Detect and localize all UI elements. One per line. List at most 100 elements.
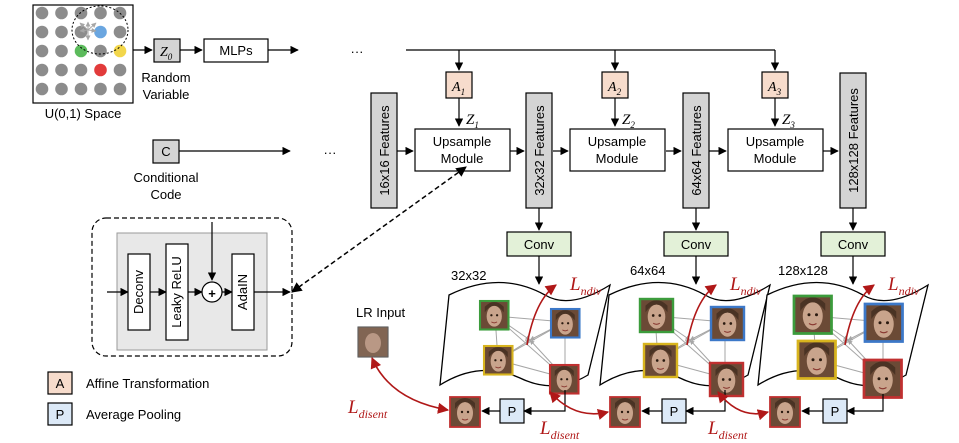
lr-input-image <box>357 326 389 358</box>
conv-label-1: Conv <box>524 237 555 252</box>
grid-dot <box>55 25 68 39</box>
face-thumb <box>709 305 746 342</box>
feature-bar-f32 <box>525 92 553 209</box>
grid-dot <box>113 82 127 96</box>
grid-dot <box>113 44 127 58</box>
grid-dot <box>94 6 107 20</box>
grid-dot <box>55 44 68 58</box>
face-thumb <box>549 307 581 339</box>
grid-dot <box>35 25 49 39</box>
face-manifold-3: Lndiv <box>757 274 930 399</box>
loss-disent-1: Ldisent <box>347 397 388 421</box>
grid-dot <box>55 6 68 20</box>
upsample-module-1 <box>414 128 511 172</box>
face-thumb <box>638 297 675 334</box>
face-thumb <box>796 339 837 380</box>
ellipsis-mid: ··· <box>324 145 337 160</box>
feature-label-f32: 32x32 Features <box>532 105 547 196</box>
mlps-label: MLPs <box>219 43 253 58</box>
face-thumb <box>478 299 510 331</box>
upsample-module-3 <box>727 128 824 172</box>
affine-box-3 <box>761 71 789 99</box>
affine-box-1 <box>445 71 473 99</box>
grid-dot <box>35 6 49 20</box>
upsample-line2-3: Module <box>754 151 797 166</box>
bottom-face-3 <box>769 396 801 428</box>
leaky-relu-label: Leaky ReLU <box>169 256 184 328</box>
legend-pool-text: Average Pooling <box>86 407 181 422</box>
face-manifold-2: Lndiv <box>599 274 772 398</box>
detail-link-arrow <box>291 166 467 293</box>
loss-ndiv-2: Lndiv <box>729 274 762 298</box>
res-label-32: 32x32 <box>451 268 486 283</box>
face-thumb <box>642 342 679 379</box>
loss-disent-2: Ldisent <box>539 418 580 442</box>
face-manifold-1: Lndiv <box>439 274 612 395</box>
upsample-line1-1: Upsample <box>433 134 492 149</box>
disent-arrow-1 <box>370 356 450 414</box>
feature-label-f64: 64x64 Features <box>689 105 704 196</box>
svg-text:P: P <box>56 407 65 422</box>
grid-dot <box>35 44 49 58</box>
loss-ndiv-3: Lndiv <box>887 274 920 298</box>
z0-label: Z0 <box>160 45 173 62</box>
grid-dot <box>113 63 127 77</box>
affine-label-2: A2 <box>607 80 622 97</box>
grid-dot <box>113 25 127 39</box>
res-label-128: 128x128 <box>778 263 828 278</box>
svg-text:A: A <box>56 376 65 391</box>
affine-label-1: A1 <box>451 80 465 97</box>
grid-dot <box>94 63 107 77</box>
upsample-module-detail: Deconv Leaky ReLU + AdaIN <box>91 217 293 357</box>
z-label-3: Z3 <box>782 112 795 130</box>
upsample-line2-1: Module <box>441 151 484 166</box>
face-thumb <box>862 358 903 399</box>
grid-dot <box>94 44 107 58</box>
grid-dot <box>74 82 88 96</box>
legend-pool-swatch <box>47 402 73 426</box>
pool-box-3 <box>822 398 848 424</box>
grid-dot <box>74 44 88 58</box>
face-thumb <box>548 363 580 395</box>
feature-bar-f128 <box>839 72 867 209</box>
loss-disent-3: Ldisent <box>707 418 748 442</box>
affine-label-3: A3 <box>767 80 782 97</box>
disent-arrow-2 <box>549 391 610 420</box>
face-thumb <box>792 294 833 335</box>
adain-label: AdaIN <box>235 274 250 310</box>
conditional-label: Conditional <box>133 170 198 185</box>
conditional-code-letter: C <box>161 144 170 159</box>
grid-dot <box>74 63 88 77</box>
grid-dot <box>94 25 107 39</box>
legend-affine-text: Affine Transformation <box>86 376 209 391</box>
upsample-line1-2: Upsample <box>588 134 647 149</box>
legend: A Affine Transformation P Average Poolin… <box>47 371 209 426</box>
grid-dot <box>55 63 68 77</box>
feature-label-f128: 128x128 Features <box>846 88 861 193</box>
random-variable-label-2: Variable <box>143 87 190 102</box>
grid-dot <box>94 82 107 96</box>
legend-affine-swatch <box>47 371 73 395</box>
face-thumb <box>482 344 514 376</box>
deconv-label: Deconv <box>131 269 146 314</box>
pool-label-3: P <box>831 404 840 419</box>
grid-dot <box>55 82 68 96</box>
random-variable-label: Random <box>141 70 190 85</box>
face-thumb <box>708 361 745 398</box>
bottom-face-2 <box>609 396 641 428</box>
code-label: Code <box>150 187 181 202</box>
upsample-module-2 <box>569 128 666 172</box>
disent-arrow-3 <box>717 391 770 421</box>
z-label-1: Z1 <box>466 112 479 130</box>
face-thumb <box>863 302 904 343</box>
conv-box-3 <box>820 231 886 257</box>
feature-label-f16: 16x16 Features <box>377 105 392 196</box>
conv-label-3: Conv <box>838 237 869 252</box>
ellipsis-top: ··· <box>351 44 364 59</box>
grid-dot <box>35 82 49 96</box>
upsample-line1-3: Upsample <box>746 134 805 149</box>
svg-text:+: + <box>208 286 216 301</box>
upsample-line2-2: Module <box>596 151 639 166</box>
conv-label-2: Conv <box>681 237 712 252</box>
